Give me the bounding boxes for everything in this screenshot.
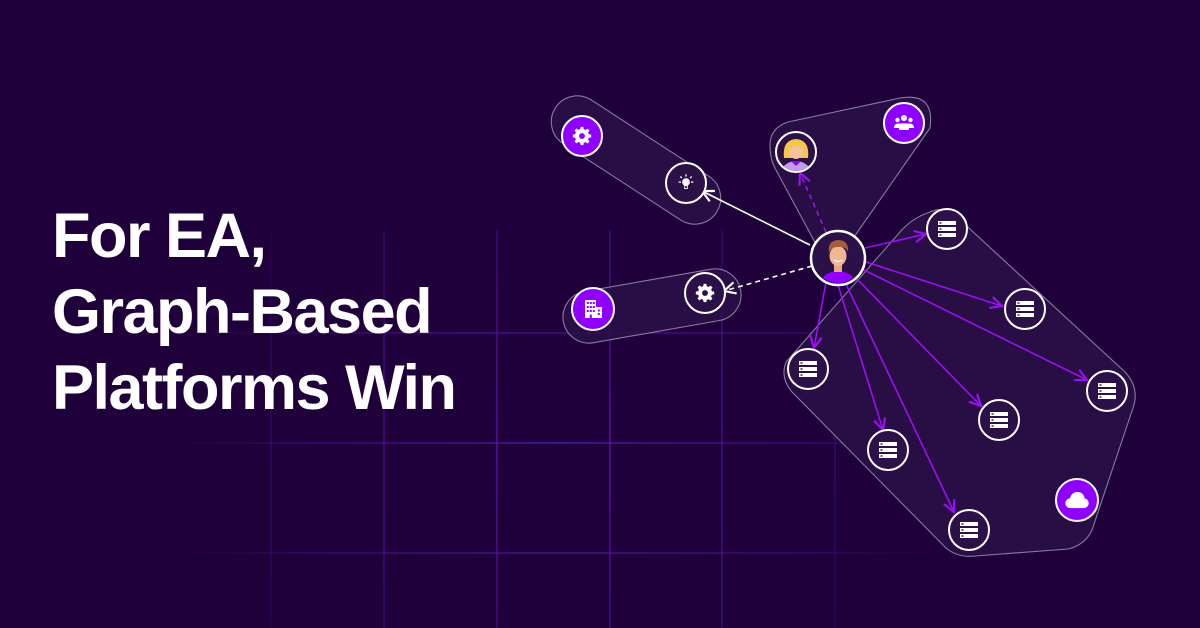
headline-line-1: For EA, [52,201,267,271]
server-icon [1016,301,1034,317]
server-icon [938,221,956,237]
server-icon [960,522,978,538]
gear-icon [695,283,715,303]
node-female-avatar [775,131,817,173]
server-icon [990,412,1008,428]
node-gear-filled [561,115,603,157]
server-icon [879,442,897,458]
node-center-male-avatar [809,229,867,287]
person-male-icon [818,240,858,283]
group-settings-idea [550,95,722,225]
server-icon [1098,383,1116,399]
server-icon [799,361,817,377]
headline-line-3: Platforms Win [52,353,457,423]
node-building [571,287,615,331]
headline: For EA, Graph-Based Platforms Win [52,198,457,426]
node-cloud [1055,478,1099,522]
gear-icon [572,126,592,146]
node-team [883,102,925,144]
person-female-icon [780,139,812,171]
headline-line-2: Graph-Based [52,277,433,347]
